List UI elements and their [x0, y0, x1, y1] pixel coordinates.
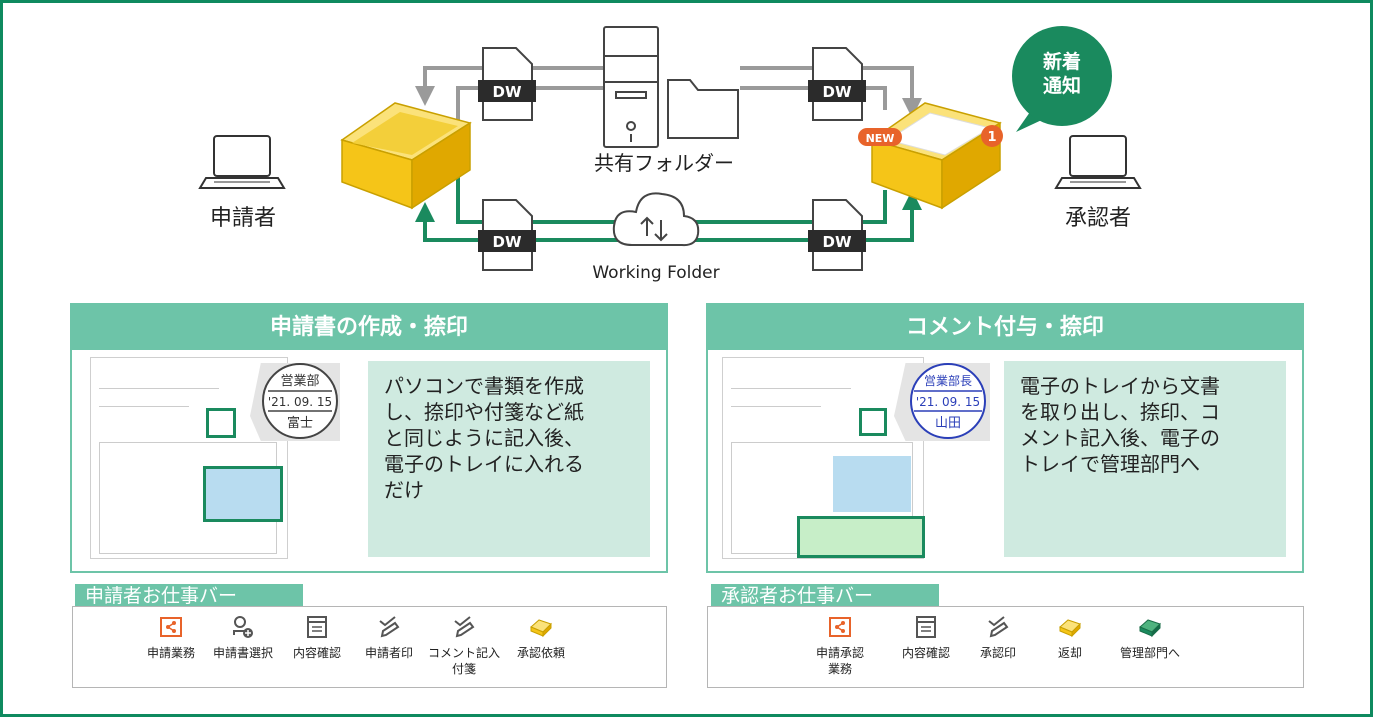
new-badge: NEW [858, 128, 902, 146]
applicant-laptop-icon [198, 135, 286, 189]
approver-work-bar: 申請承認 業務 内容確認 承認印 返却 管理部門へ [707, 606, 1304, 688]
approver-laptop-icon [1054, 135, 1142, 189]
cloud-icon [612, 192, 700, 247]
share-box-icon [829, 617, 851, 637]
dw-file-icon-4: DW [808, 199, 866, 271]
working-folder-label: Working Folder [592, 263, 719, 283]
green-tray-icon [1139, 619, 1161, 638]
dw-file-icon-3: DW [478, 199, 536, 271]
count-badge: 1 [981, 125, 1003, 147]
svg-text:営業部: 営業部 [280, 373, 319, 389]
tool-label: 申請業務 [146, 646, 195, 660]
dw-file-icon-2: DW [808, 47, 866, 121]
svg-text:DW: DW [493, 83, 522, 101]
right-panel-title: コメント付与・捺印 [708, 305, 1302, 350]
svg-text:DW: DW [823, 233, 852, 251]
approval-document-thumbnail [722, 357, 925, 559]
tool-label: 返却 [1057, 646, 1082, 660]
tool-label: 内容確認 [292, 646, 341, 660]
approver-seal-icon: 営業部長 '21. 09. 15 山田 [910, 363, 986, 439]
yellow-tray-icon [1059, 619, 1081, 638]
tool-label: 申請者印 [364, 646, 413, 660]
tool-application-approval[interactable]: 申請承認 業務 [808, 615, 872, 677]
user-add-icon [233, 616, 253, 638]
svg-text:NEW: NEW [866, 132, 895, 145]
shared-folder-arrows [415, 66, 922, 132]
applicant-seal-icon: 営業部 '21. 09. 15 富士 [262, 363, 338, 439]
server-icon [603, 26, 659, 148]
tool-approval-stamp[interactable]: 承認印 [966, 615, 1030, 661]
tool-application-work[interactable]: 申請業務 [137, 615, 205, 661]
tool-comment-sticky[interactable]: コメント記入 付箋 [427, 615, 501, 677]
applicant-label: 申請者 [210, 206, 276, 231]
stamp-check-icon [988, 616, 1009, 638]
stamp-check-icon [379, 616, 400, 638]
tool-request-approval[interactable]: 承認依頼 [509, 615, 573, 661]
left-panel: 申請書の作成・捺印 営業部 '21. 09. 15 富士 パソコンで書類を作成 … [70, 303, 668, 573]
application-document-thumbnail [90, 357, 288, 559]
left-panel-description: パソコンで書類を作成 し、捺印や付箋など紙 と同じように記入後、 電子のトレイに… [368, 361, 650, 557]
tool-label: 管理部門へ [1119, 646, 1180, 660]
right-panel: コメント付与・捺印 営業部長 '21. 09. 15 山田 電子のトレイから文書… [706, 303, 1304, 573]
svg-text:DW: DW [823, 83, 852, 101]
tool-check-contents[interactable]: 内容確認 [285, 615, 349, 661]
notification-bubble: 新着 通知 [1006, 20, 1118, 132]
shared-folder-label: 共有フォルダー [594, 151, 734, 175]
svg-text:新着: 新着 [1043, 50, 1081, 73]
tool-return[interactable]: 返却 [1038, 615, 1102, 661]
stamp-check-icon [454, 616, 475, 638]
tool-check-contents[interactable]: 内容確認 [894, 615, 958, 661]
tool-label: 申請承認 業務 [815, 646, 864, 676]
dw-file-icon-1: DW [478, 47, 536, 121]
tool-label: 承認依頼 [516, 646, 565, 660]
working-folder-arrows [415, 170, 922, 242]
applicant-work-bar: 申請業務 申請書選択 内容確認 申請者印 コメント記入 付箋 承認依頼 [72, 606, 667, 688]
svg-text:DW: DW [493, 233, 522, 251]
right-panel-description: 電子のトレイから文書 を取り出し、捺印、コ メント記入後、電子の トレイで管理部… [1004, 361, 1286, 557]
svg-text:通知: 通知 [1043, 74, 1081, 97]
share-box-icon [160, 617, 182, 637]
approver-tray-icon [870, 102, 1002, 210]
yellow-tray-icon [530, 619, 552, 638]
approver-bar-label: 承認者お仕事バー [711, 584, 939, 608]
approver-label: 承認者 [1065, 206, 1131, 231]
tool-select-application[interactable]: 申請書選択 [207, 615, 279, 661]
svg-text:山田: 山田 [935, 416, 961, 431]
tool-applicant-stamp[interactable]: 申請者印 [357, 615, 421, 661]
tool-label: 申請書選択 [212, 646, 273, 660]
document-window-icon [916, 616, 936, 638]
folder-icon [667, 79, 739, 139]
applicant-bar-label: 申請者お仕事バー [75, 584, 303, 608]
svg-text:'21. 09. 15: '21. 09. 15 [916, 395, 980, 409]
svg-text:富士: 富士 [287, 415, 313, 431]
svg-text:'21. 09. 15: '21. 09. 15 [268, 395, 332, 409]
svg-text:営業部長: 営業部長 [924, 373, 972, 388]
svg-text:1: 1 [987, 130, 996, 145]
tool-label: 承認印 [979, 646, 1016, 660]
flow-diagram: DW DW DW DW NEW 1 [198, 20, 1142, 283]
document-window-icon [307, 616, 327, 638]
applicant-tray-icon [340, 102, 472, 210]
left-panel-title: 申請書の作成・捺印 [72, 305, 666, 350]
tool-label: コメント記入 付箋 [427, 646, 500, 676]
tool-label: 内容確認 [901, 646, 950, 660]
tool-to-management[interactable]: 管理部門へ [1112, 615, 1188, 661]
